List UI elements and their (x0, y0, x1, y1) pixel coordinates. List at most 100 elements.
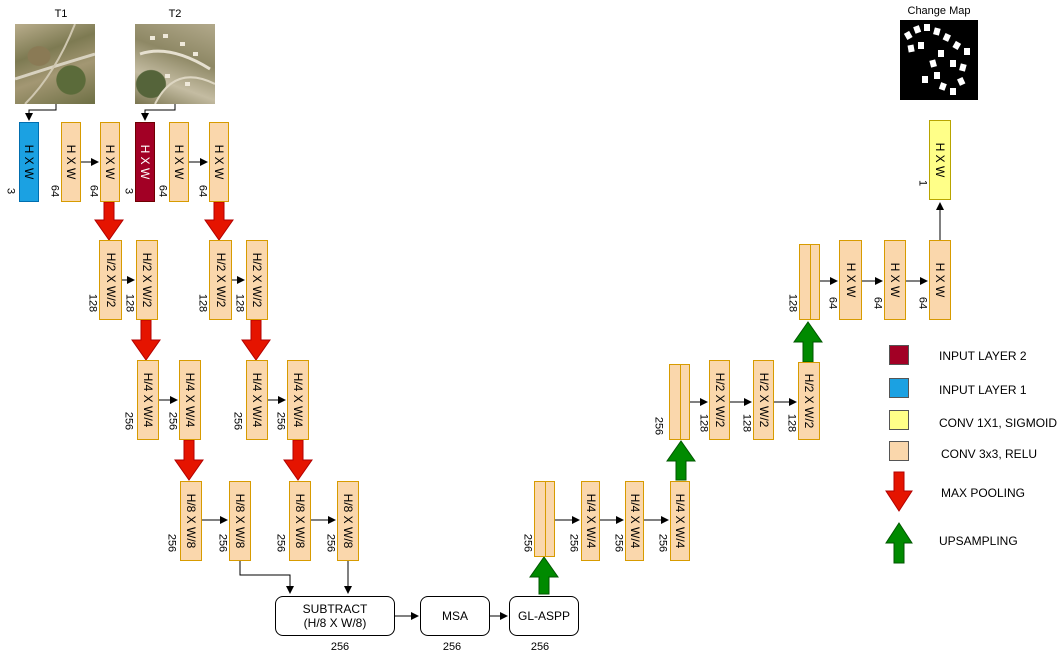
channel-label: 64 (156, 184, 169, 198)
conv3x3-block: H/2 X W/2 (709, 360, 730, 440)
max-pooling-arrow (204, 201, 234, 241)
legend-input2-label: INPUT LAYER 2 (939, 349, 1027, 363)
conv3x3-block: H/4 X W/4 (625, 481, 644, 561)
block-shape-label: H/2 X W/2 (103, 252, 118, 308)
conv3x3-block: H/4 X W/4 (670, 481, 690, 561)
block-shape-label: H/8 X W/8 (184, 493, 198, 549)
channel-label: 256 (324, 533, 337, 553)
legend-upsampling-arrow (885, 522, 913, 564)
channel-label: 128 (233, 293, 246, 313)
block-shape-label: H X W (933, 262, 947, 298)
t2-satellite-image (135, 24, 215, 104)
channel-label: 256 (567, 533, 580, 553)
channel-label: 256 (216, 533, 229, 553)
max-pooling-arrow (174, 439, 204, 481)
msa-title: MSA (441, 609, 468, 623)
block-shape-label: H X W (64, 144, 78, 180)
conv1x1-sigmoid-block: H X W (929, 120, 951, 200)
input-layer-1-block: H X W (19, 122, 39, 202)
conv3x3-block: H/2 X W/2 (798, 362, 820, 440)
channel-label: 256 (122, 411, 135, 431)
conv3x3-block: H X W (61, 122, 81, 202)
channel-label: 128 (86, 293, 99, 313)
conv3x3-block: H X W (209, 122, 229, 202)
conv3x3-block: H/8 X W/8 (229, 481, 251, 561)
conv3x3-block: H/4 X W/4 (137, 360, 159, 440)
conv3x3-block: H/8 X W/8 (180, 481, 202, 561)
subtract-block: SUBTRACT (H/8 X W/8) (275, 596, 395, 636)
concat-block (669, 364, 690, 440)
legend-conv3x3-swatch (889, 441, 909, 461)
upsampling-arrow (529, 556, 559, 595)
input-layer-2-block: H X W (135, 122, 155, 202)
conv3x3-block: H X W (929, 240, 951, 320)
channel-label: 64 (87, 184, 100, 198)
max-pooling-arrow (94, 201, 124, 241)
t2-title: T2 (168, 8, 182, 20)
legend-input1-swatch (889, 378, 909, 398)
msa-channel-label: 256 (442, 641, 462, 653)
legend-max-pooling-arrow (885, 471, 913, 512)
max-pooling-arrow (283, 439, 313, 481)
conv3x3-block: H X W (169, 122, 189, 202)
channel-label: 128 (697, 413, 710, 433)
change-map-title: Change Map (907, 5, 971, 17)
upsampling-arrow (666, 440, 696, 481)
channel-label: 128 (740, 413, 753, 433)
block-shape-label: H/2 X W/2 (712, 372, 727, 428)
block-shape-label: H/2 X W/2 (756, 372, 771, 428)
gl-aspp-channel-label: 256 (530, 641, 550, 653)
block-shape-label: H/8 X W/8 (233, 493, 247, 549)
channel-label: 256 (656, 533, 669, 553)
legend-input2-swatch (889, 345, 909, 365)
block-shape-label: H X W (172, 144, 186, 180)
block-shape-label: H/4 X W/4 (291, 372, 305, 428)
conv3x3-block: H X W (100, 122, 120, 202)
legend-conv1x1-label: CONV 1X1, SIGMOID (939, 416, 1058, 430)
legend-conv1x1-swatch (889, 410, 909, 430)
channel-label: 256 (274, 533, 287, 553)
conv3x3-block: H/2 X W/2 (136, 240, 158, 320)
branch1-to-subtract-connector (239, 561, 294, 594)
t1-to-input1-connector (25, 104, 57, 121)
concat-block (799, 244, 820, 320)
conv3x3-block: H X W (839, 240, 862, 320)
conv3x3-block: H X W (884, 240, 906, 320)
conv3x3-block: H/4 X W/4 (581, 481, 600, 561)
conv3x3-block: H/2 X W/2 (99, 240, 122, 320)
block-shape-label: H/2 X W/2 (140, 252, 154, 308)
channel-label: 64 (916, 296, 929, 310)
block-shape-label: H/8 X W/8 (341, 493, 355, 549)
subtract-title: SUBTRACT (302, 602, 368, 616)
legend-conv3x3-label: CONV 3x3, RELU (941, 447, 1038, 461)
legend-input1-label: INPUT LAYER 1 (939, 383, 1027, 397)
block-shape-label: H X W (888, 262, 902, 298)
channel-label: 256 (274, 411, 287, 431)
subtract-shape: (H/8 X W/8) (303, 616, 367, 630)
channel-label: 128 (786, 293, 799, 313)
max-pooling-arrow (241, 319, 271, 361)
t2-to-input2-connector (141, 104, 176, 121)
conv3x3-block: H/4 X W/4 (287, 360, 309, 440)
max-pooling-arrow (131, 319, 161, 361)
channel-label: 64 (826, 296, 839, 310)
legend-upsampling-label: UPSAMPLING (939, 534, 1018, 548)
block-shape-label: H/4 X W/4 (583, 493, 598, 549)
conv3x3-block: H/4 X W/4 (179, 360, 201, 440)
conv3x3-block: H/4 X W/4 (246, 360, 268, 440)
block-shape-label: H X W (103, 144, 117, 180)
channel-label: 256 (165, 533, 178, 553)
block-shape-label: H/2 X W/2 (250, 252, 264, 308)
gl-aspp-title: GL-ASPP (517, 609, 571, 623)
channel-label: 256 (652, 416, 665, 436)
block-shape-label: H/8 X W/8 (293, 493, 307, 549)
block-shape-label: H/2 X W/2 (213, 252, 228, 308)
block-shape-label: H/4 X W/4 (250, 372, 264, 428)
channel-label: 3 (4, 187, 17, 195)
block-shape-label: H/4 X W/4 (673, 493, 687, 549)
block-shape-label: H X W (22, 144, 36, 180)
t2-road-texture (139, 34, 215, 104)
conv3x3-block: H/2 X W/2 (753, 360, 774, 440)
